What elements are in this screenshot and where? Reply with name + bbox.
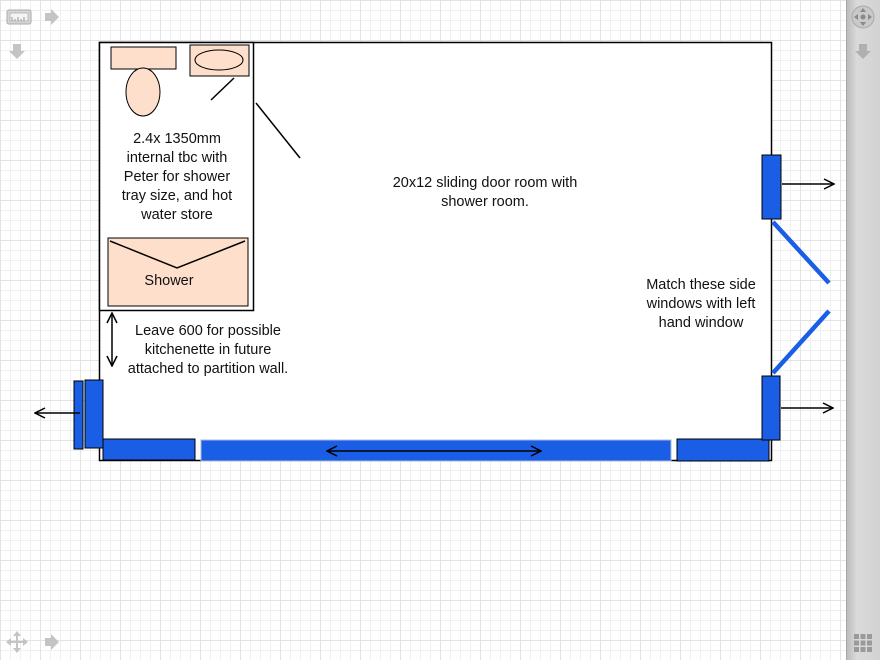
right-window-bottom [761,375,781,441]
arrow-right-icon[interactable] [40,6,62,28]
front-wall-left [102,438,196,461]
toilet-cistern [110,46,177,70]
arrow-right-icon[interactable] [40,631,62,653]
pan-icon[interactable] [849,3,877,31]
side-panel [846,0,880,660]
side-windows-note[interactable]: Match these side windows with left hand … [646,277,756,331]
arrow-down-icon[interactable] [852,40,874,62]
move-icon[interactable] [4,629,30,655]
front-wall-right [676,438,770,462]
shower-tray-fold [109,240,246,269]
toilet-bowl [125,67,161,117]
basin-bowl [194,49,244,71]
shower-room-note[interactable]: 2.4x 1350mm internal tbc with Peter for … [121,131,233,223]
kitchenette-note[interactable]: Leave 600 for possible kitchenette in fu… [127,323,289,377]
ruler-icon[interactable] [5,7,33,27]
side-door-leaf-top [771,220,831,285]
grid-icon[interactable] [851,631,875,655]
room-note[interactable]: 20x12 sliding door room with shower room… [392,175,578,210]
left-window [84,379,104,449]
shower-room-door [255,102,301,159]
left-window-frame [73,380,84,450]
basin-leader [210,77,235,101]
floor-plan [0,41,846,462]
side-door-leaf-bottom [771,309,831,375]
shower-tray-label[interactable]: Shower [144,273,194,289]
arrow-down-icon[interactable] [6,40,28,62]
right-window-top [761,154,782,220]
